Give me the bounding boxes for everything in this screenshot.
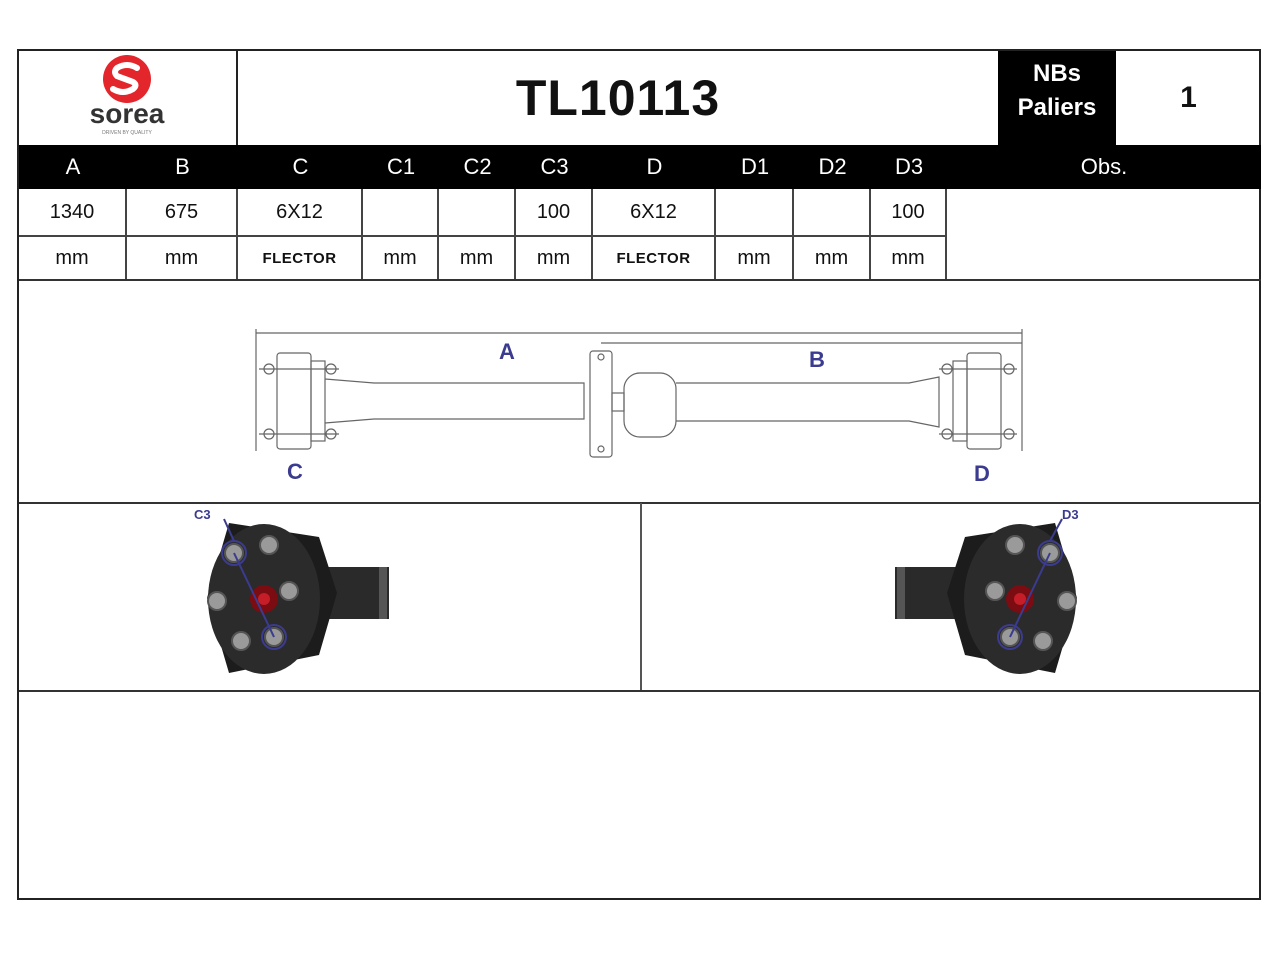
label-d3: D3 bbox=[1062, 507, 1079, 522]
flector-c-view: C3 bbox=[19, 503, 642, 691]
unit-d2: mm bbox=[794, 237, 871, 279]
col-header-a: A bbox=[65, 154, 81, 179]
unit-a: mm bbox=[19, 237, 127, 279]
label-d: D bbox=[974, 461, 990, 486]
value-c: 6X12 bbox=[238, 189, 363, 237]
nbs-paliers-label: NBs Paliers bbox=[998, 51, 1116, 145]
col-header-c: C bbox=[292, 154, 309, 179]
unit-c2: mm bbox=[439, 237, 516, 279]
notes-area bbox=[19, 692, 1261, 900]
unit-b: mm bbox=[127, 237, 238, 279]
col-header-b: B bbox=[175, 154, 190, 179]
value-d1 bbox=[716, 189, 794, 237]
col-header-d: D bbox=[646, 154, 663, 179]
col-header-c1: C1 bbox=[386, 154, 416, 179]
drive-shaft-diagram: A B C D bbox=[255, 329, 1023, 486]
col-header-d3: D3 bbox=[894, 154, 924, 179]
value-d3: 100 bbox=[871, 189, 947, 237]
unit-d3: mm bbox=[871, 237, 947, 279]
unit-d1: mm bbox=[716, 237, 794, 279]
unit-c1: mm bbox=[363, 237, 439, 279]
value-c1 bbox=[363, 189, 439, 237]
value-c2 bbox=[439, 189, 516, 237]
value-d2 bbox=[794, 189, 871, 237]
value-c3: 100 bbox=[516, 189, 593, 237]
part-number: TL10113 bbox=[515, 70, 721, 126]
nbs-label-line2: Paliers bbox=[1017, 94, 1097, 121]
value-b: 675 bbox=[127, 189, 238, 237]
col-header-c2: C2 bbox=[463, 154, 492, 179]
unit-c: FLECTOR bbox=[238, 237, 363, 279]
label-c: C bbox=[287, 459, 303, 484]
flector-d-view: D3 bbox=[642, 503, 1261, 691]
brand-tagline: DRIVEN BY QUALITY bbox=[102, 130, 152, 136]
photo-divider bbox=[19, 690, 1261, 692]
unit-c3: mm bbox=[516, 237, 593, 279]
col-header-c3: C3 bbox=[540, 154, 569, 179]
label-a: A bbox=[499, 339, 515, 364]
unit-d: FLECTOR bbox=[593, 237, 716, 279]
label-b: B bbox=[809, 347, 825, 372]
nbs-label-line1: NBs bbox=[1032, 60, 1081, 87]
col-header-obs: Obs. bbox=[1080, 154, 1128, 179]
flector-d-icon: D3 bbox=[895, 507, 1079, 674]
nbs-paliers-value: 1 bbox=[1180, 81, 1197, 114]
col-header-d1: D1 bbox=[740, 154, 770, 179]
table-bottom-divider bbox=[19, 279, 1261, 281]
value-d: 6X12 bbox=[593, 189, 716, 237]
brand-name: sorea bbox=[90, 98, 165, 129]
flector-c-icon: C3 bbox=[194, 507, 389, 674]
spec-sheet: sorea DRIVEN BY QUALITY TL10113 NBs Pali… bbox=[17, 49, 1261, 900]
shaft-drawing: A B C D bbox=[19, 281, 1261, 503]
brand-logo: sorea DRIVEN BY QUALITY bbox=[19, 51, 238, 145]
sorea-logo-icon: sorea DRIVEN BY QUALITY bbox=[90, 55, 165, 136]
value-a: 1340 bbox=[19, 189, 127, 237]
label-c3: C3 bbox=[194, 507, 211, 522]
col-header-d2: D2 bbox=[818, 154, 847, 179]
dimension-header-row: A B C C1 C2 C3 D D1 D2 D3 Obs. bbox=[19, 145, 1261, 189]
